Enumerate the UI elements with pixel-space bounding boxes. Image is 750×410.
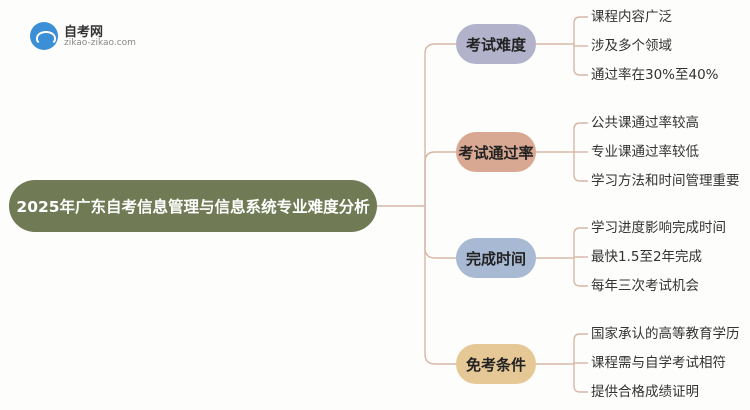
leaf-item: 国家承认的高等教育学历 (591, 326, 740, 342)
leaf-item: 提供合格成绩证明 (591, 384, 699, 400)
branch-exam-difficulty: 考试难度 (456, 24, 536, 64)
leaf-item: 公共课通过率较高 (591, 115, 699, 131)
branch-exemption-conditions: 免考条件 (456, 344, 536, 384)
leaf-item: 通过率在30%至40% (591, 67, 719, 83)
leaf-item: 专业课通过率较低 (591, 144, 699, 160)
logo-title: 自考网 (64, 25, 104, 40)
graduation-cap-icon (30, 22, 58, 50)
leaf-item: 每年三次考试机会 (591, 278, 699, 294)
root-topic: 2025年广东自考信息管理与信息系统专业难度分析 (9, 180, 377, 232)
leaf-item: 学习方法和时间管理重要 (591, 173, 740, 189)
branch-pass-rate: 考试通过率 (456, 132, 536, 172)
leaf-item: 课程需与自学考试相符 (591, 355, 726, 371)
leaf-item: 涉及多个领域 (591, 38, 672, 54)
logo-domain: zikao-zikao.com (64, 38, 136, 48)
leaf-item: 学习进度影响完成时间 (591, 220, 726, 236)
leaf-item: 课程内容广泛 (591, 9, 672, 25)
branch-completion-time: 完成时间 (456, 238, 536, 278)
leaf-item: 最快1.5至2年完成 (591, 249, 703, 265)
